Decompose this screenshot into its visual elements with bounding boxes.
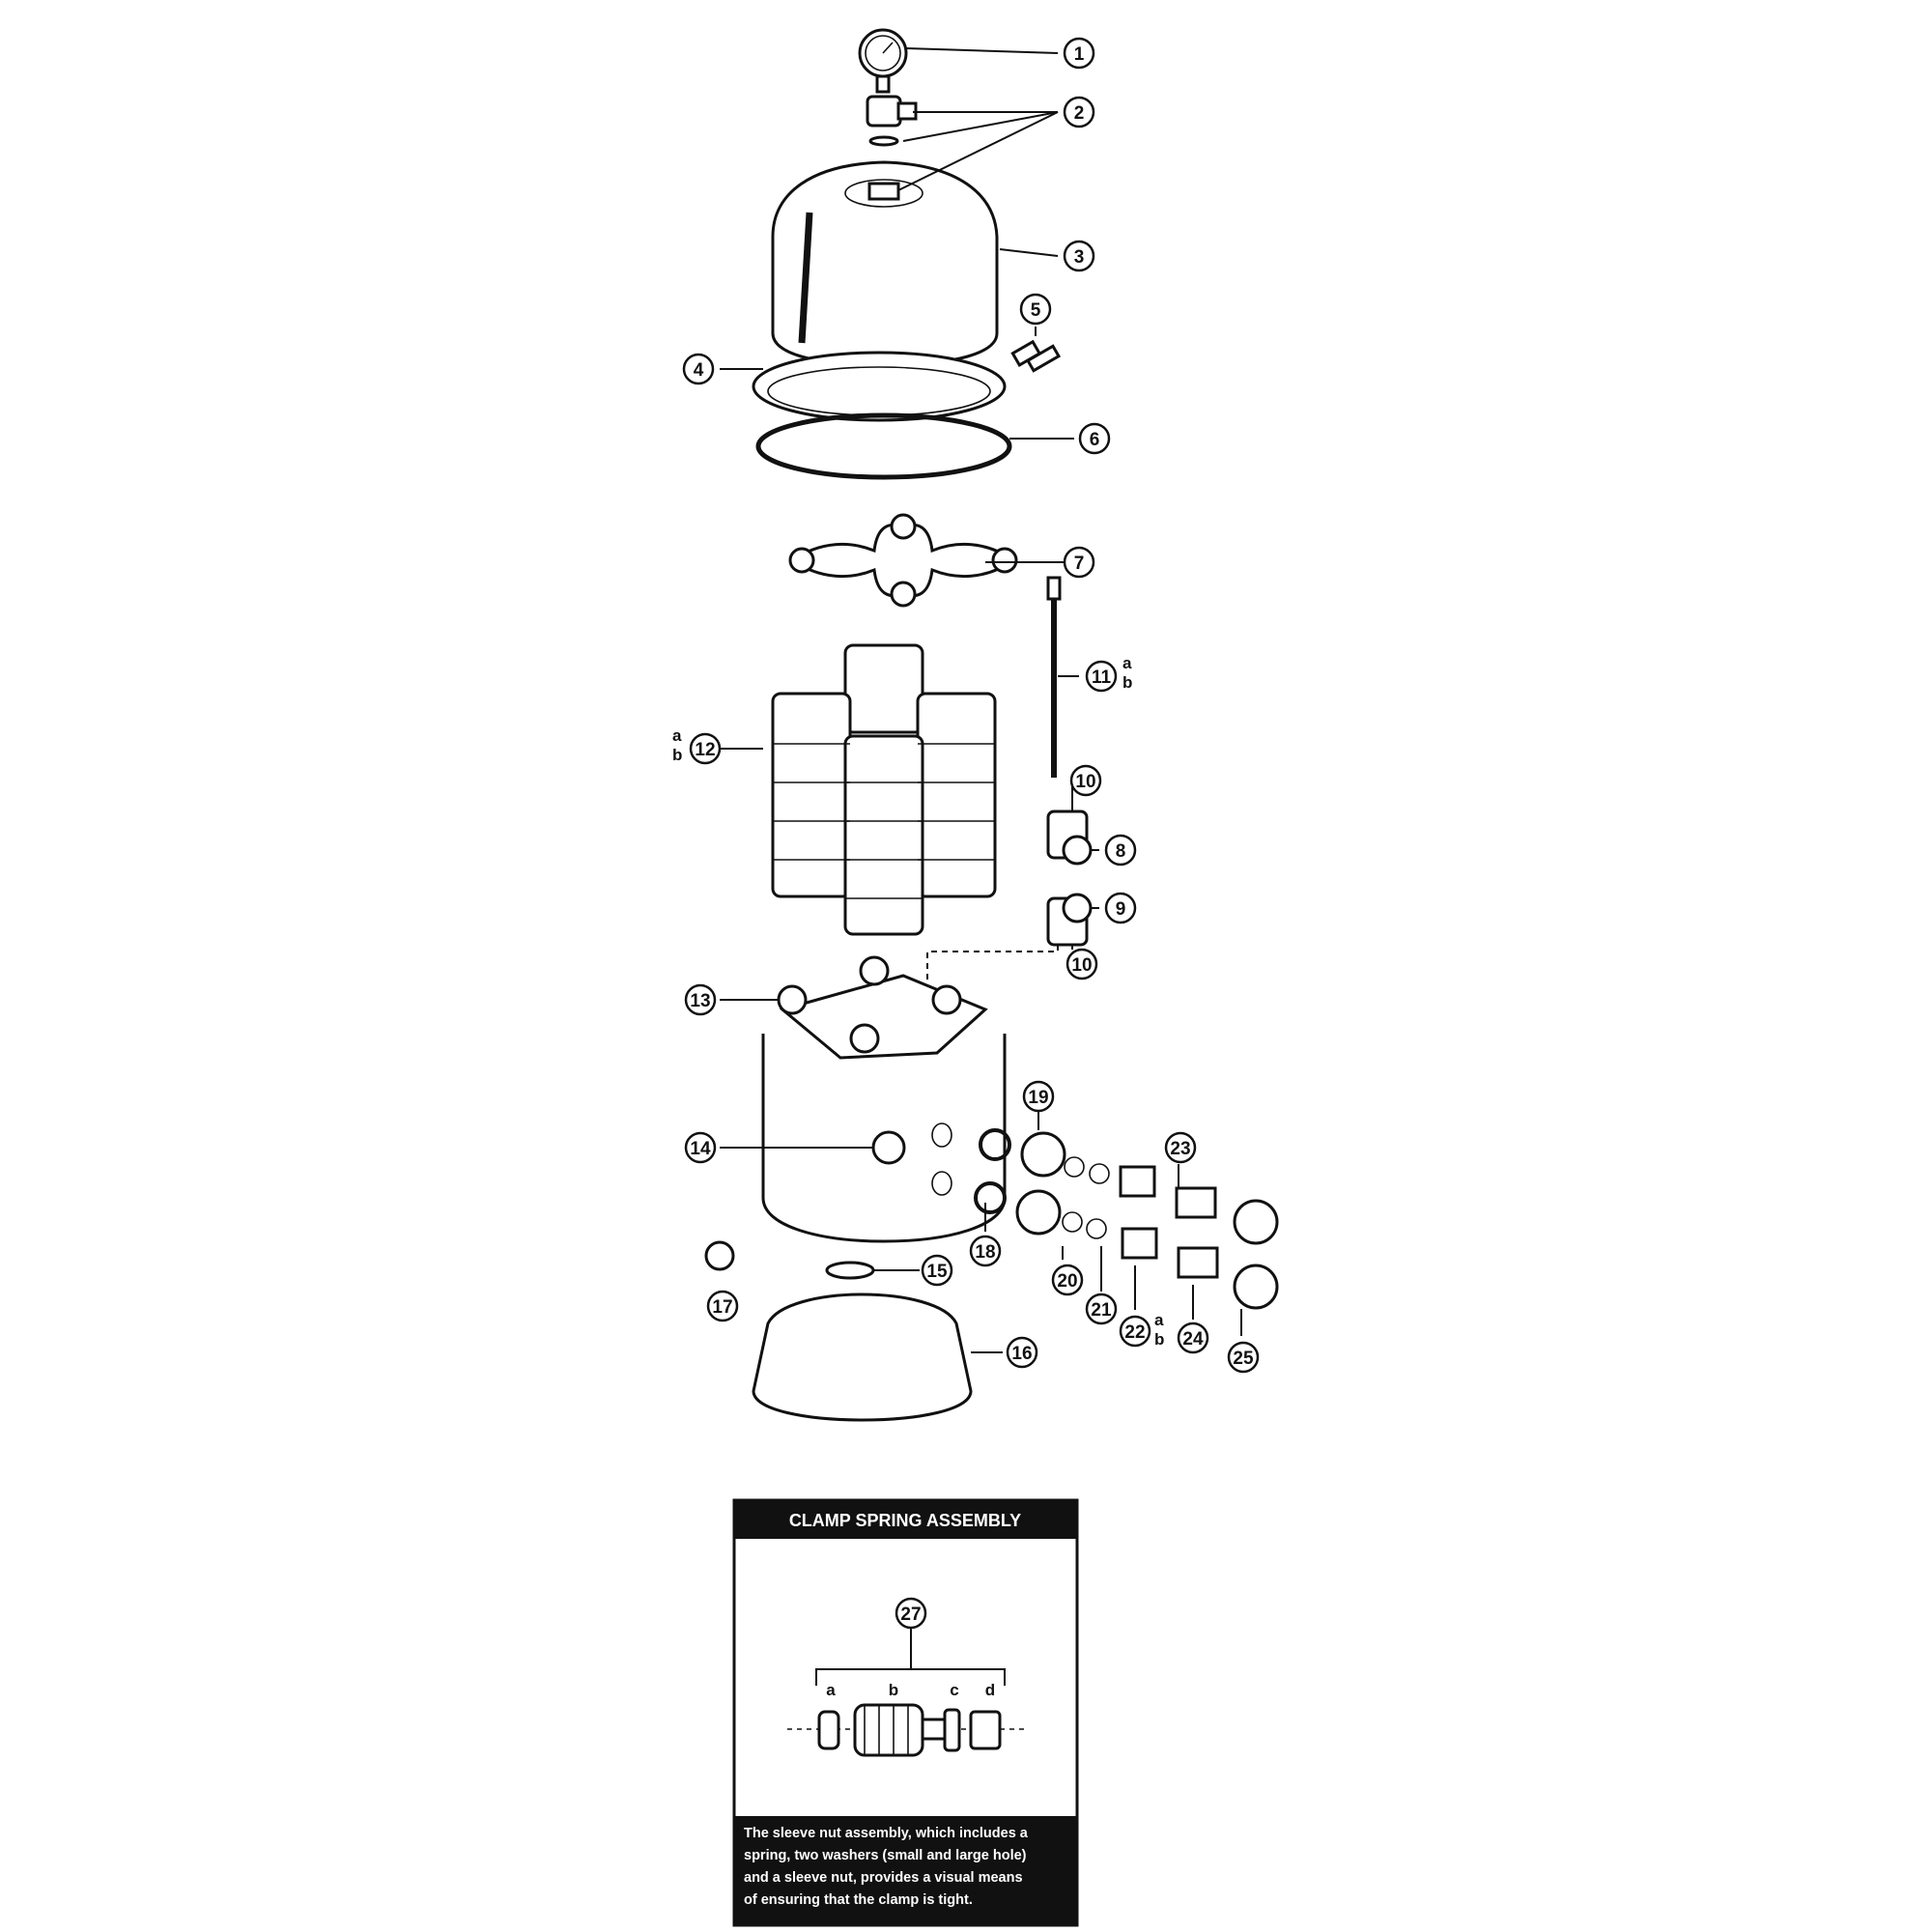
inset-letter-b: b: [889, 1681, 898, 1699]
callout-23: 23: [1164, 1131, 1197, 1164]
callout-16: 16: [1006, 1336, 1038, 1369]
callout-17: 17: [706, 1290, 739, 1322]
tank-lid: [771, 160, 999, 367]
svg-text:19: 19: [1028, 1088, 1048, 1108]
callout-9: 9: [1104, 892, 1137, 924]
inset-caption: The sleeve nut assembly, which includes …: [744, 1826, 1032, 1908]
inset-letter-c: c: [950, 1681, 958, 1699]
svg-text:b: b: [1122, 673, 1132, 692]
callout-8: 8: [1104, 834, 1137, 867]
svg-text:10: 10: [1071, 955, 1092, 976]
svg-text:17: 17: [712, 1297, 732, 1318]
svg-text:a: a: [1154, 1311, 1164, 1329]
callout-13: 13: [684, 983, 717, 1016]
sub-letters-22: a b: [1154, 1311, 1164, 1349]
callout-7: 7: [1063, 546, 1095, 579]
callout-22: 22: [1119, 1315, 1151, 1348]
svg-text:15: 15: [926, 1262, 948, 1282]
callout-19: 19: [1022, 1080, 1055, 1113]
callout-1: 1: [1063, 37, 1095, 70]
svg-text:18: 18: [975, 1242, 995, 1263]
callout-2: 2: [1063, 96, 1095, 128]
callout-6: 6: [1078, 422, 1111, 455]
callout-5: 5: [1019, 293, 1052, 326]
callout-10-bottom: 10: [1065, 948, 1098, 980]
clamp-spring-inset: CLAMP SPRING ASSEMBLY 27 a b c d The sle…: [732, 1498, 1079, 1927]
sub-letters-12: a b: [672, 726, 682, 764]
svg-text:14: 14: [690, 1139, 711, 1159]
pipe-fittings: [926, 810, 1093, 1014]
inset-letter-a: a: [826, 1681, 836, 1699]
callout-27: 27: [895, 1597, 927, 1630]
svg-text:11: 11: [1092, 668, 1112, 688]
callout-11: 11: [1085, 660, 1118, 693]
callout-3: 3: [1063, 240, 1095, 272]
svg-text:b: b: [1154, 1330, 1164, 1349]
svg-text:8: 8: [1116, 841, 1126, 862]
svg-text:13: 13: [690, 991, 710, 1011]
callout-10-top: 10: [1069, 764, 1102, 797]
svg-text:23: 23: [1170, 1139, 1190, 1159]
callout-14: 14: [684, 1131, 717, 1164]
svg-text:20: 20: [1057, 1271, 1077, 1292]
washer-a: [817, 1710, 840, 1750]
leader-lines: [720, 47, 1242, 1353]
air-relief-valve: [866, 95, 918, 171]
svg-text:b: b: [672, 746, 682, 764]
callout-21: 21: [1085, 1293, 1118, 1325]
inset-title: CLAMP SPRING ASSEMBLY: [789, 1511, 1021, 1530]
callout-24: 24: [1177, 1321, 1209, 1354]
svg-text:5: 5: [1031, 300, 1041, 321]
svg-text:9: 9: [1116, 899, 1126, 920]
svg-text:2: 2: [1074, 103, 1085, 124]
svg-text:1: 1: [1074, 44, 1085, 65]
svg-text:4: 4: [694, 360, 704, 381]
callout-20: 20: [1051, 1264, 1084, 1296]
svg-text:21: 21: [1091, 1300, 1112, 1321]
filter-cartridges: [771, 643, 997, 936]
air-bleed-tube: [1046, 576, 1062, 778]
union-fittings: [974, 1128, 1279, 1310]
svg-text:24: 24: [1182, 1329, 1204, 1350]
tank-body: [761, 955, 1007, 1243]
svg-text:27: 27: [900, 1605, 921, 1625]
callout-18: 18: [969, 1235, 1002, 1267]
svg-text:7: 7: [1074, 554, 1085, 574]
washer-c: [943, 1708, 961, 1752]
clamp-ring: [752, 339, 1062, 422]
svg-text:10: 10: [1075, 772, 1095, 792]
tank-base: [704, 1240, 973, 1422]
svg-text:a: a: [672, 726, 682, 745]
svg-text:3: 3: [1074, 247, 1085, 268]
callout-25: 25: [1227, 1341, 1260, 1374]
sub-letters-11: a b: [1122, 654, 1132, 692]
svg-text:22: 22: [1124, 1322, 1145, 1343]
svg-text:16: 16: [1011, 1344, 1032, 1364]
callout-12: 12: [689, 732, 722, 765]
inset-letter-d: d: [985, 1681, 995, 1699]
svg-text:6: 6: [1090, 430, 1100, 450]
tank-o-ring: [755, 412, 1012, 480]
callout-15: 15: [921, 1254, 953, 1287]
cartridge-manifold: [788, 513, 1018, 608]
svg-text:25: 25: [1233, 1349, 1254, 1369]
svg-text:a: a: [1122, 654, 1132, 672]
svg-text:12: 12: [695, 740, 715, 760]
sleeve-nut-d: [969, 1710, 1002, 1750]
pressure-gauge: [858, 28, 908, 94]
callout-4: 4: [682, 353, 715, 385]
